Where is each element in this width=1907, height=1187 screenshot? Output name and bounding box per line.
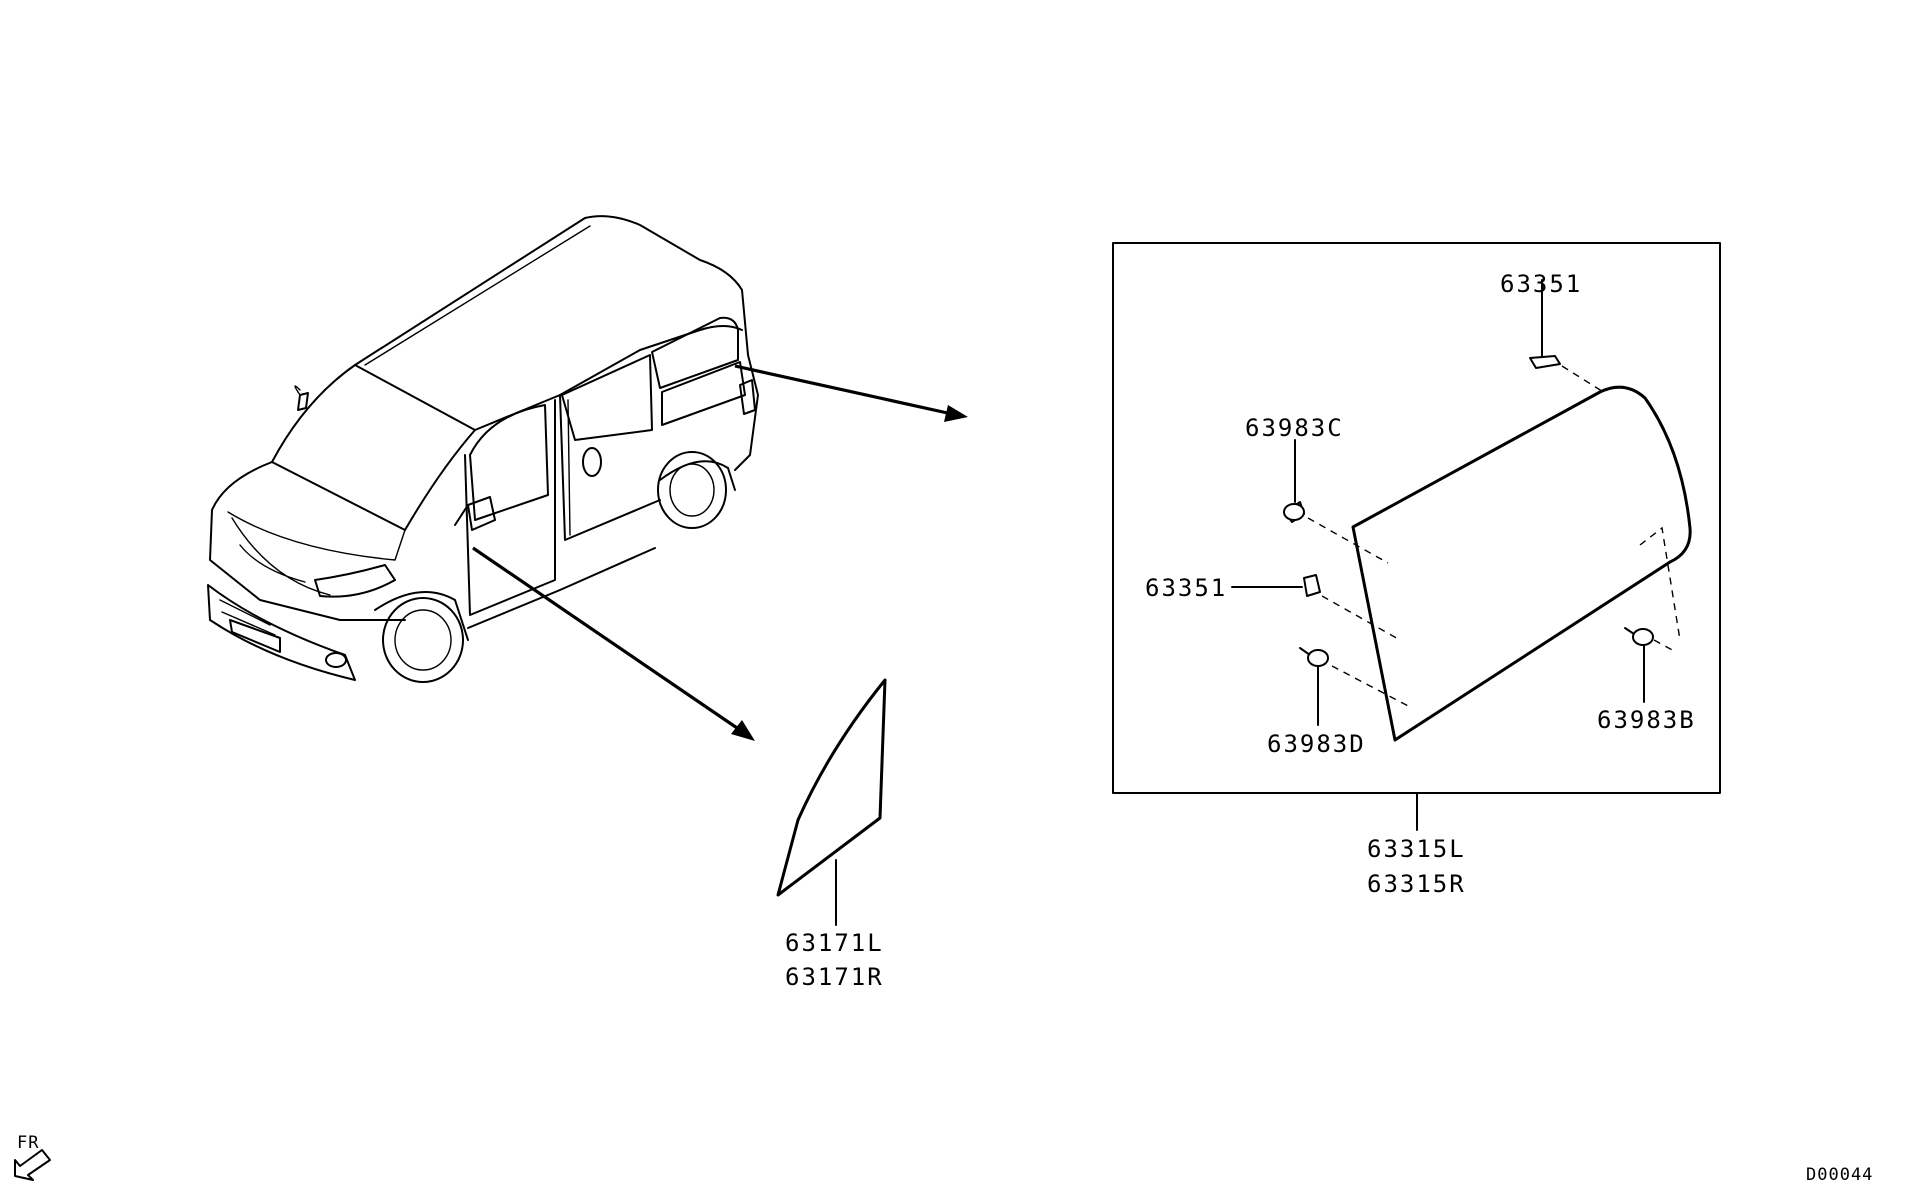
- label-63315r: 63315R: [1367, 870, 1466, 898]
- fastener-d: [1299, 647, 1413, 726]
- clip-top: [1529, 279, 1606, 394]
- arrow-to-rear-glass: [734, 364, 968, 422]
- van-illustration: [207, 215, 759, 683]
- fr-label: FR: [17, 1133, 39, 1153]
- label-63315l: 63315L: [1367, 835, 1466, 863]
- fastener-b: [1624, 627, 1677, 703]
- front-direction-indicator: FR: [14, 1133, 51, 1181]
- front-quarter-glass: [776, 678, 887, 926]
- label-63171l: 63171L: [785, 929, 884, 957]
- label-63983d: 63983D: [1267, 730, 1366, 758]
- label-63351-left: 63351: [1145, 574, 1227, 602]
- diagram-code: D00044: [1806, 1165, 1873, 1185]
- label-63351-top: 63351: [1500, 270, 1582, 298]
- label-63983b: 63983B: [1597, 706, 1696, 734]
- front-arrow-icon: [14, 1149, 51, 1181]
- fastener-c: [1283, 439, 1389, 564]
- label-63983c: 63983C: [1245, 414, 1344, 442]
- rear-side-glass: [1351, 385, 1692, 742]
- label-63171r: 63171R: [785, 963, 884, 991]
- clip-left: [1231, 574, 1401, 641]
- arrow-to-front-glass: [472, 546, 755, 741]
